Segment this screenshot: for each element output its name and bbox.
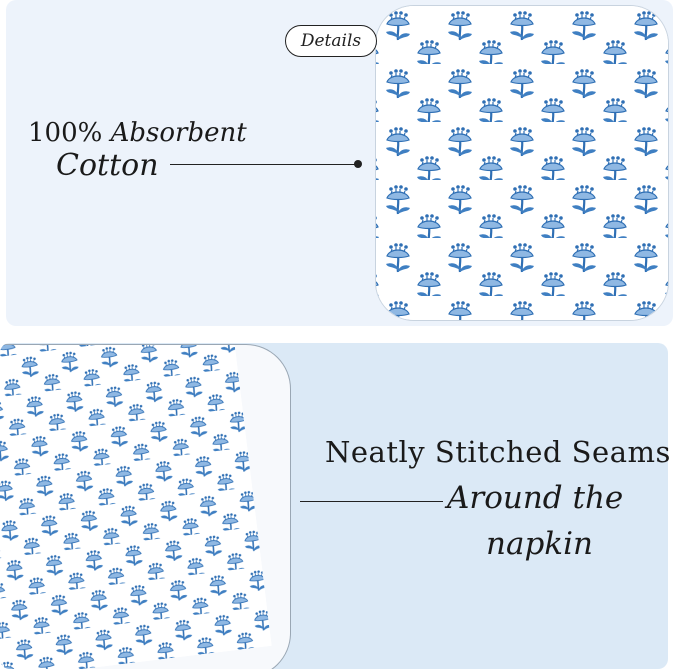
bottom-seam-panel [0,343,668,669]
material-label: Cotton [56,148,159,183]
absorbency-percent: 100% [28,118,103,148]
details-badge: Details [285,25,377,57]
seam-label-line2: Around the [447,480,624,516]
napkin-corner-image-area [0,343,295,669]
floral-print-pattern [0,345,272,669]
absorbency-word: Absorbent [110,118,247,148]
cotton-fabric-closeup-image [376,6,668,320]
callout-dot [354,160,362,168]
callout-line [300,501,443,502]
seam-label-line3: napkin [486,526,593,562]
absorbency-label-line1: 100% Absorbent [28,118,247,148]
details-badge-label: Details [300,31,362,51]
callout-line [170,164,358,165]
seam-label-line1: Neatly Stitched Seams [325,435,671,469]
napkin-cloth [0,345,272,669]
floral-print-pattern [376,6,668,320]
napkin-corner-image [0,345,290,669]
